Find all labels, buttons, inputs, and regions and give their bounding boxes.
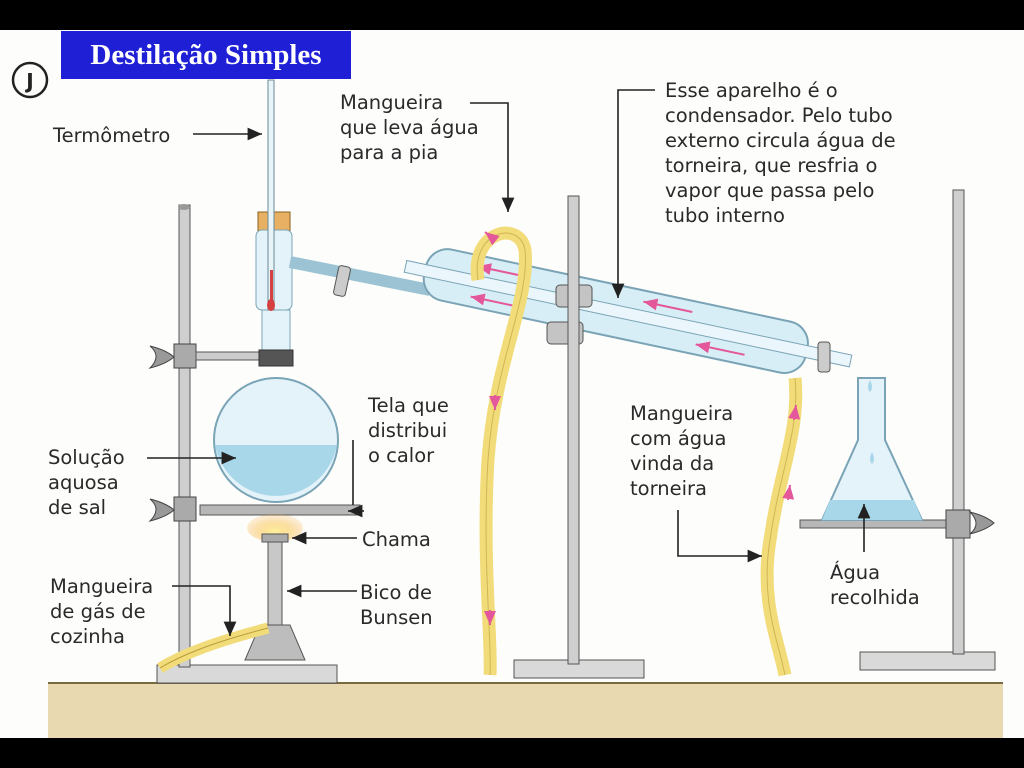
right-ring-stand <box>799 189 996 671</box>
illustration-background <box>0 30 1024 738</box>
panel-letter: J <box>24 69 33 93</box>
label-mangueira-pia: Mangueira que leva água para a pia <box>340 91 479 164</box>
erlenmeyer-flask <box>820 377 924 521</box>
panel-letter-circle <box>11 61 49 99</box>
wire-gauze <box>199 504 361 516</box>
label-solucao: Solução aquosa de sal <box>48 446 125 519</box>
inlet-hose <box>760 377 803 677</box>
label-condensador: Esse aparelho é o condensador. Pelo tubo… <box>665 79 896 227</box>
label-mangueira-gas: Mangueira de gás de cozinha <box>50 575 154 648</box>
label-bico-bunsen: Bico de Bunsen <box>360 581 433 629</box>
label-agua-recolhida: Água recolhida <box>830 561 920 609</box>
round-bottom-flask <box>213 309 339 503</box>
condenser <box>403 248 853 374</box>
label-mangueira-torneira: Mangueira com água vinda da torneira <box>630 402 734 500</box>
thermometer <box>255 79 293 311</box>
bunsen-burner <box>244 533 306 661</box>
label-tela: Tela que distribui o calor <box>368 394 449 467</box>
flame <box>247 514 303 542</box>
middle-ring-stand <box>513 195 645 679</box>
side-arm <box>288 256 432 296</box>
slide-title: Destilação Simples <box>61 31 351 79</box>
label-chama: Chama <box>362 528 431 551</box>
label-termometro: Termômetro <box>53 124 171 147</box>
table-surface <box>48 683 1003 738</box>
leader-lines <box>147 89 871 636</box>
left-ring-stand <box>148 204 338 684</box>
